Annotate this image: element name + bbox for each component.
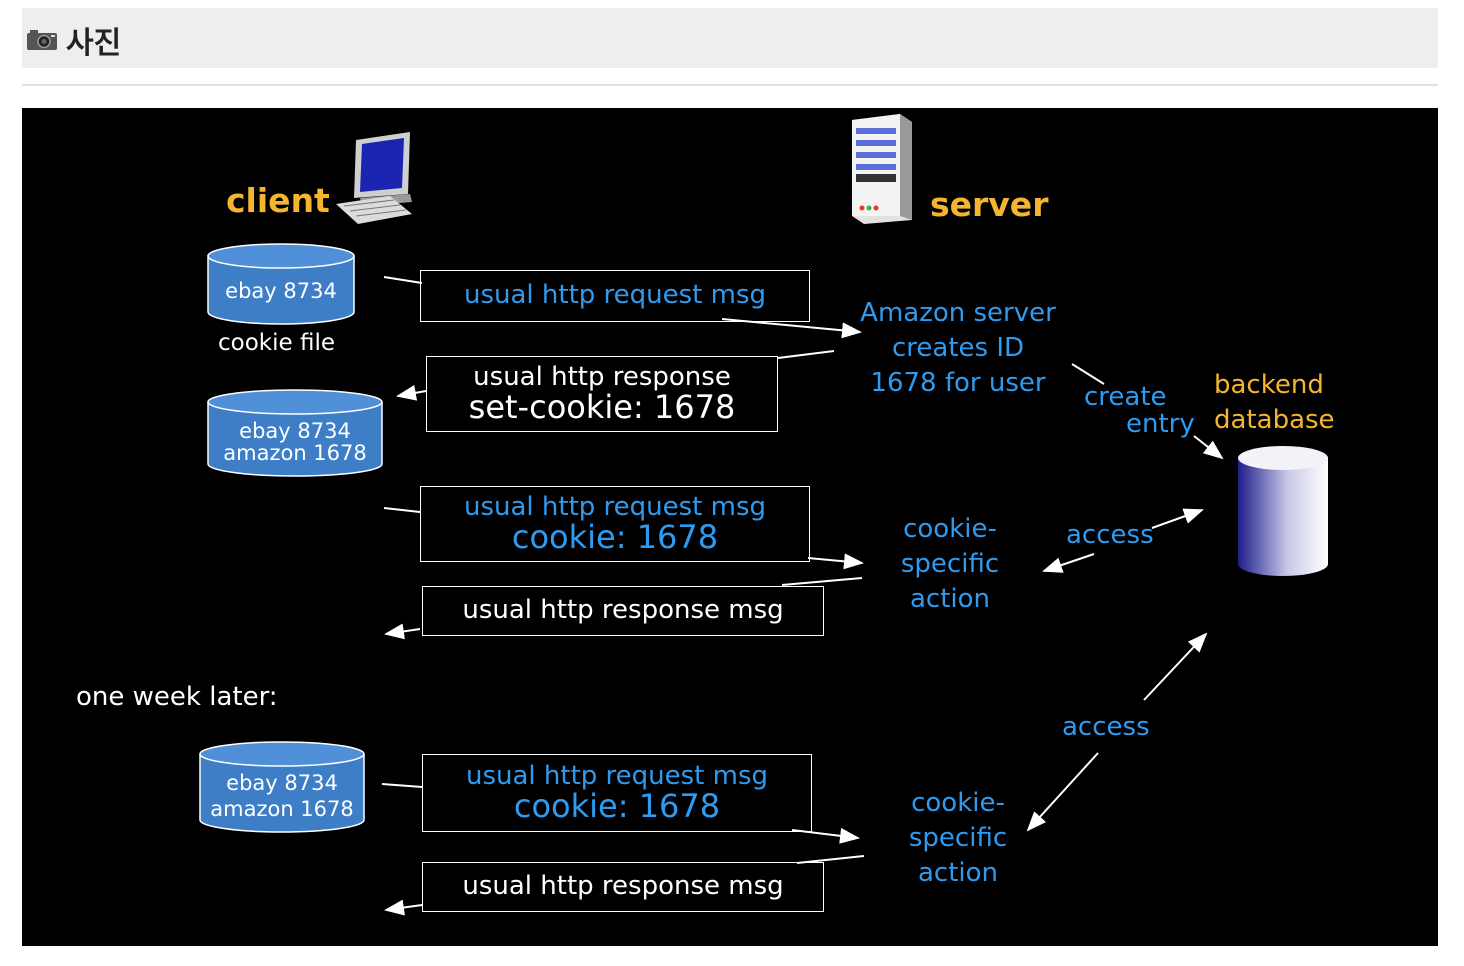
request-text: usual http request msg: [463, 491, 767, 522]
cookie-entry: amazon 1678: [210, 797, 354, 821]
cookie-file-label: cookie file: [218, 330, 335, 356]
http-request-box: usual http request msg cookie: 1678: [422, 754, 812, 832]
cookie-entry: ebay 8734: [239, 419, 351, 443]
backend-database-label: backend database: [1214, 370, 1335, 435]
http-request-box: usual http request msg: [420, 270, 810, 322]
access-label: access: [1062, 712, 1150, 742]
computer-icon: [336, 132, 412, 224]
client-label: client: [226, 181, 330, 220]
database-icon: [207, 243, 355, 325]
cookie-entry: ebay 8734: [226, 771, 338, 795]
cookie-diagram: client server ebay 8734 cookie file ebay: [22, 108, 1438, 946]
http-response-box: usual http response msg: [422, 862, 824, 912]
cookie-entry: amazon 1678: [223, 441, 367, 465]
server-icon: [852, 114, 912, 224]
database-icon: [199, 741, 365, 833]
create-entry-label: entry: [1126, 409, 1195, 439]
set-cookie-text: set-cookie: 1678: [468, 387, 736, 426]
http-request-box: usual http request msg cookie: 1678: [420, 486, 810, 562]
http-response-box: usual http response msg: [422, 586, 824, 636]
cookie-header-text: cookie: 1678: [513, 786, 721, 825]
server-label: server: [930, 185, 1049, 224]
response-text: usual http response msg: [462, 871, 784, 902]
section-title: 사진: [66, 26, 122, 61]
server-note: Amazon server creates ID 1678 for user: [860, 298, 1056, 398]
camera-icon: [27, 30, 57, 50]
cookie-specific-action: cookie- specific action: [908, 788, 1008, 888]
response-text: usual http response: [473, 361, 731, 392]
response-text: usual http response msg: [462, 595, 784, 626]
one-week-later-label: one week later:: [76, 682, 278, 712]
database-icon: [1238, 446, 1328, 576]
database-icon: [207, 389, 383, 477]
divider: [22, 84, 1438, 86]
cookie-header-text: cookie: 1678: [511, 517, 719, 556]
request-text: usual http request msg: [463, 280, 767, 311]
request-text: usual http request msg: [465, 760, 769, 791]
cookie-entry: ebay 8734: [225, 279, 337, 303]
cookie-file-drum: ebay 8734 amazon 1678: [206, 388, 384, 478]
cookie-file-drum: ebay 8734 amazon 1678: [198, 740, 366, 834]
http-response-box: usual http response set-cookie: 1678: [426, 356, 778, 432]
create-entry-label: create: [1084, 382, 1167, 412]
access-label: access: [1066, 520, 1154, 550]
cookie-file-drum: ebay 8734: [206, 242, 356, 326]
section-header: 사진: [22, 8, 1438, 68]
cookie-specific-action: cookie- specific action: [900, 514, 1000, 614]
